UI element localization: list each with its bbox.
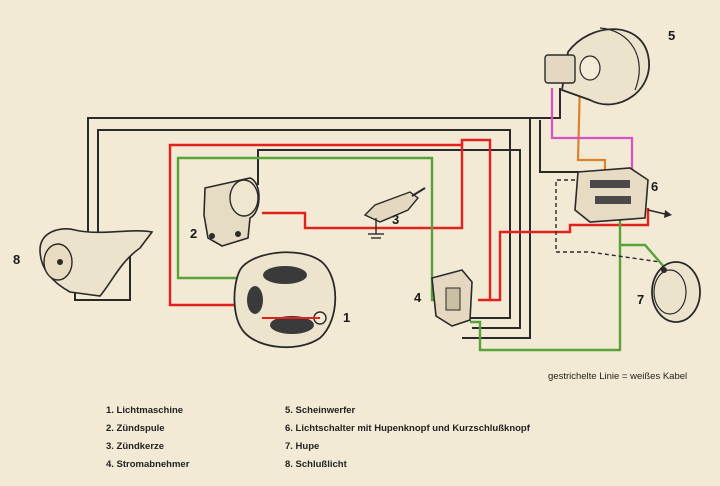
label-2: 2 <box>190 226 197 241</box>
legend-item-5: 5. Scheinwerfer <box>285 405 356 416</box>
spark-plug <box>363 187 426 239</box>
wire-red-right <box>490 208 650 302</box>
legend-item-1: 1. Lichtmaschine <box>106 405 184 416</box>
black-wires <box>74 88 582 339</box>
wire-magenta <box>550 88 634 175</box>
label-6: 6 <box>651 179 658 194</box>
ignition-coil <box>203 177 260 247</box>
wire-black-switch <box>539 120 582 173</box>
horn <box>651 261 701 323</box>
wire-black-tail-outer <box>87 88 561 245</box>
label-4: 4 <box>414 290 422 305</box>
light-switch <box>574 167 672 223</box>
legend-item-8: 8. Schlußlicht <box>285 459 347 470</box>
label-8: 8 <box>13 252 20 267</box>
legend-item-2: 2. Zündspule <box>106 423 165 434</box>
label-3: 3 <box>392 212 399 227</box>
headlight <box>544 27 650 106</box>
wire-white-dashed <box>555 179 661 263</box>
legend-item-6: 6. Lichtschalter mit Hupenknopf und Kurz… <box>285 423 530 434</box>
label-5: 5 <box>668 28 675 43</box>
wire-black-tail-inner <box>97 129 511 319</box>
wire-green-main <box>176 156 438 302</box>
wire-black-switch2 <box>462 118 531 339</box>
dashed-line-note: gestrichelte Linie = weißes Kabel <box>548 371 688 382</box>
label-1: 1 <box>343 310 350 325</box>
current-collector <box>431 269 473 327</box>
wire-orange <box>576 81 607 175</box>
tail-light <box>39 228 154 297</box>
legend-item-3: 3. Zündkerze <box>106 441 165 452</box>
wire-green-horn <box>470 243 666 352</box>
legend-right: 5. Scheinwerfer 6. Lichtschalter mit Hup… <box>285 402 530 474</box>
legend-item-7: 7. Hupe <box>285 441 320 452</box>
label-7: 7 <box>637 292 644 307</box>
legend-item-4: 4. Stromabnehmer <box>106 459 190 470</box>
legend-left: 1. Lichtmaschine 2. Zündspule 3. Zündker… <box>106 402 189 474</box>
wire-red-switch <box>460 138 492 302</box>
magneto <box>233 251 337 349</box>
wire-black-coil <box>257 149 521 329</box>
